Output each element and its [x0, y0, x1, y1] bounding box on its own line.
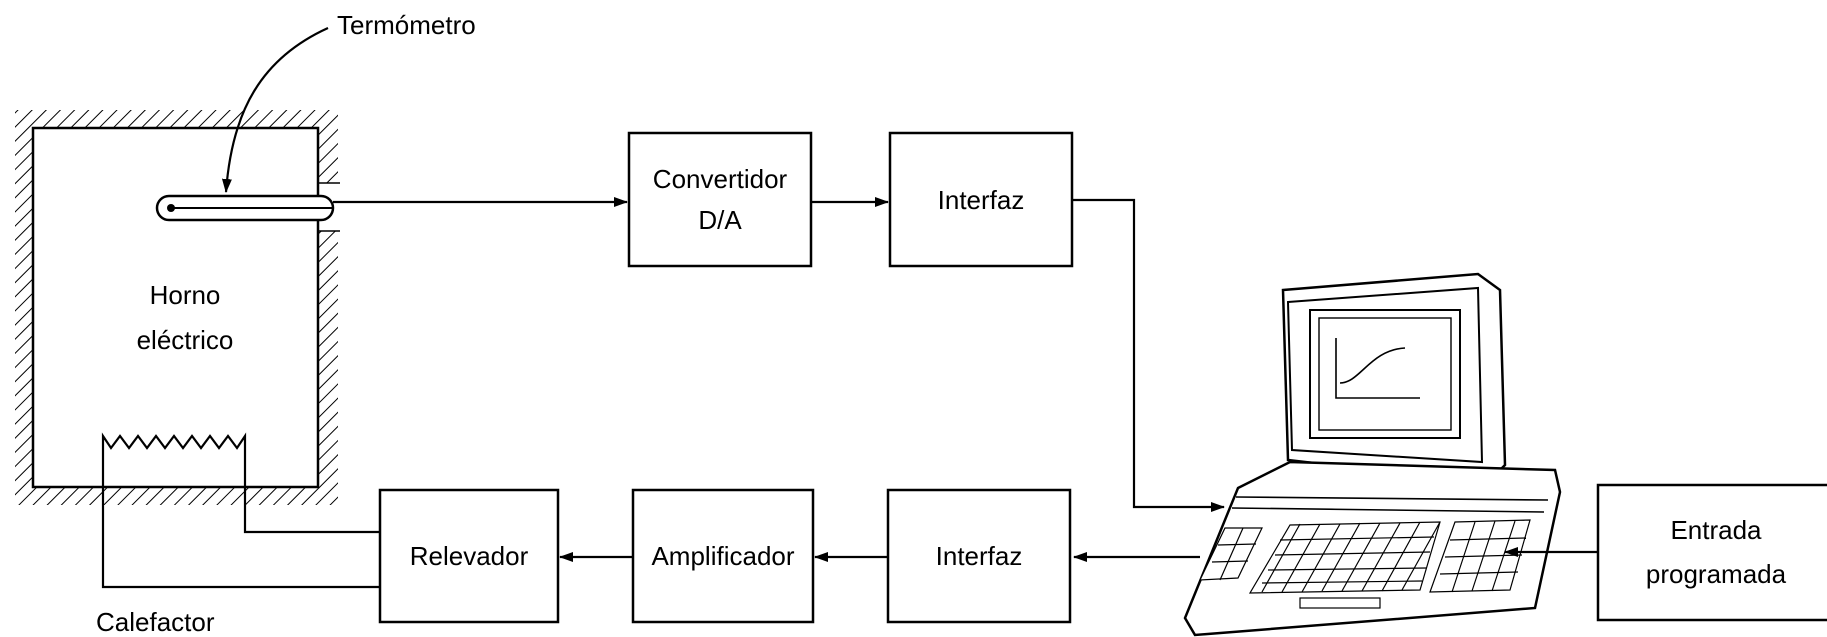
amplifier-label: Amplificador [651, 541, 794, 571]
thermometer-probe-icon [155, 194, 335, 222]
relay-box: Relevador [378, 488, 560, 624]
programmed-input-label-line1: Entrada [1670, 515, 1762, 545]
heater-label: Calefactor [96, 607, 215, 637]
computer-icon [1183, 272, 1562, 637]
wire-relay-to-heater-right [243, 447, 380, 534]
interface-bottom-box: Interfaz [886, 488, 1072, 624]
interface-top-box: Interfaz [888, 131, 1074, 268]
interface-bottom-label: Interfaz [936, 541, 1023, 571]
converter-label-line1: Convertidor [653, 164, 788, 194]
programmed-input-label-line2: programada [1646, 559, 1787, 589]
thermometer-pointer [221, 26, 329, 193]
wire-interface-to-computer [1072, 198, 1225, 512]
heater-resistor-icon [101, 432, 247, 450]
amplifier-box: Amplificador [631, 488, 815, 624]
oven-cavity [31, 126, 320, 489]
oven-label-line2: eléctrico [137, 325, 234, 355]
wire-relay-to-heater-left [101, 447, 380, 589]
electric-oven: Horno eléctrico [15, 110, 340, 505]
programmed-input-box: Entrada programada [1596, 483, 1827, 622]
thermometer-label: Termómetro [337, 10, 476, 40]
converter-box: Convertidor D/A [627, 131, 813, 268]
converter-label-line2: D/A [698, 205, 742, 235]
interface-top-label: Interfaz [938, 185, 1025, 215]
oven-label-line1: Horno [150, 280, 221, 310]
relay-label: Relevador [410, 541, 529, 571]
